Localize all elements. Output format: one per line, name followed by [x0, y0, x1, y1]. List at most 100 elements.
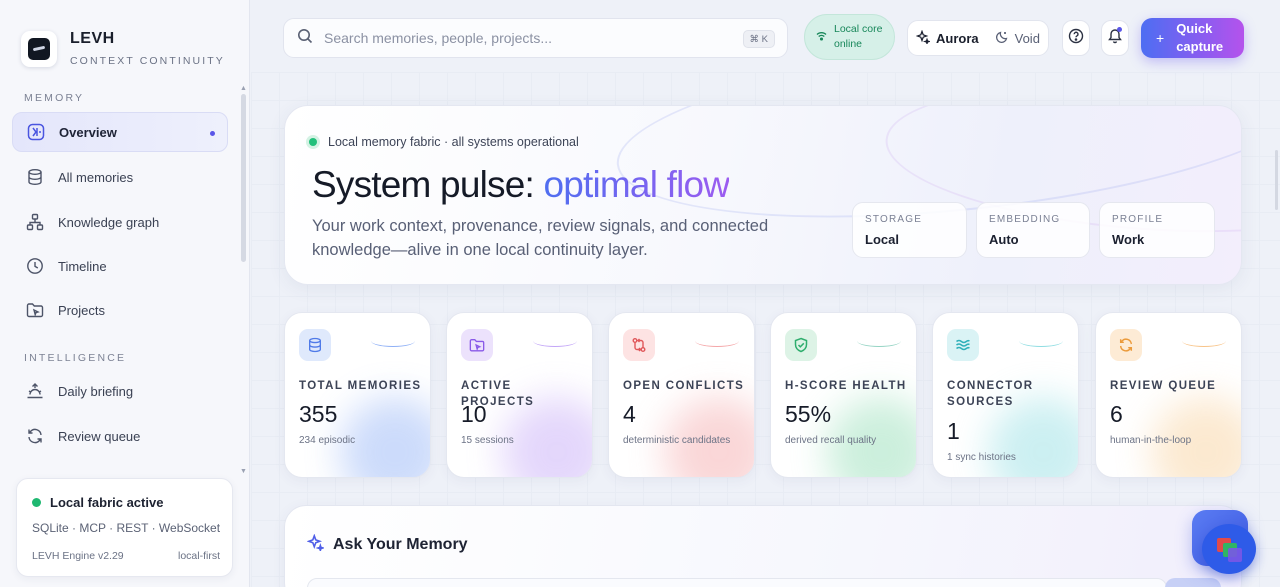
- metric-sub: 15 sessions: [461, 435, 514, 446]
- metric-label: REVIEW QUEUE: [1110, 380, 1217, 392]
- notifications-button[interactable]: [1101, 20, 1129, 56]
- sidebar-item-overview[interactable]: Overview: [12, 112, 228, 152]
- metric-card-open-conflicts[interactable]: OPEN CONFLICTS 4 deterministic candidate…: [608, 312, 755, 478]
- active-indicator: [210, 131, 215, 136]
- moon-icon: [995, 30, 1009, 47]
- overview-icon: [26, 122, 46, 142]
- sidebar-item-daily-briefing[interactable]: Daily briefing: [12, 371, 228, 411]
- shield-icon: [785, 329, 817, 361]
- stat-key: STORAGE: [865, 214, 923, 225]
- stat-profile: PROFILE Work: [1099, 202, 1215, 258]
- fabric-protocols: SQLite · MCP · REST · WebSocket: [32, 521, 221, 535]
- metric-card-connector-sources[interactable]: CONNECTOR SOURCES 1 1 sync histories: [932, 312, 1079, 478]
- capture-line-1: Quick: [1176, 21, 1213, 36]
- section-title-memory: MEMORY: [24, 92, 85, 104]
- sidebar-item-label: Review queue: [58, 428, 141, 444]
- metric-sub: deterministic candidates: [623, 435, 731, 446]
- refresh-icon: [1110, 329, 1142, 361]
- sidebar-item-label: Projects: [58, 302, 105, 318]
- notification-dot: [1117, 27, 1122, 32]
- metric-sub: 1 sync histories: [947, 452, 1016, 463]
- metric-label: CONNECTOR SOURCES: [947, 380, 1034, 408]
- operational-dot: [309, 138, 317, 146]
- scroll-up-arrow[interactable]: ▲: [240, 85, 247, 92]
- sparkline-arc: [533, 335, 577, 347]
- scroll-down-arrow[interactable]: ▼: [240, 468, 247, 475]
- clock-icon: [25, 256, 45, 276]
- ask-input[interactable]: [307, 578, 1167, 587]
- ask-title: Ask Your Memory: [333, 536, 468, 553]
- stat-key: EMBEDDING: [989, 214, 1061, 225]
- status-line-2: online: [834, 38, 863, 50]
- metric-card-total-memories[interactable]: TOTAL MEMORIES 355 234 episodic: [284, 312, 431, 478]
- search-shortcut: ⌘ K: [742, 30, 775, 48]
- brand-logo: [21, 30, 57, 67]
- stat-value: Auto: [989, 232, 1019, 247]
- metric-sub: 234 episodic: [299, 435, 356, 446]
- engine-mode: local-first: [177, 550, 220, 562]
- stat-storage: STORAGE Local: [852, 202, 967, 258]
- sidebar-item-knowledge-graph[interactable]: Knowledge graph: [12, 202, 228, 242]
- hero-title: System pulse: optimal flow: [312, 164, 730, 206]
- fabric-status-title: Local fabric active: [50, 495, 164, 510]
- status-line-1: Local core: [834, 23, 883, 35]
- graph-icon: [25, 212, 45, 232]
- folder-icon: [461, 329, 493, 361]
- quick-capture-button[interactable]: + Quick capture: [1141, 18, 1244, 58]
- sparkle-icon: [915, 29, 932, 47]
- metric-card-review-queue[interactable]: REVIEW QUEUE 6 human-in-the-loop: [1095, 312, 1242, 478]
- metric-card-h-score-health[interactable]: H-SCORE HEALTH 55% derived recall qualit…: [770, 312, 917, 478]
- search-placeholder: Search memories, people, projects...: [324, 30, 552, 46]
- brand-tagline: CONTEXT CONTINUITY: [70, 55, 225, 67]
- system-pulse-hero: Local memory fabric · all systems operat…: [284, 105, 1242, 285]
- sidebar-item-label: Overview: [59, 124, 117, 140]
- metric-value: 1: [947, 418, 960, 444]
- metric-card-active-projects[interactable]: ACTIVE PROJECTS 10 15 sessions: [446, 312, 593, 478]
- sparkline-arc: [857, 335, 901, 347]
- theme-option-aurora[interactable]: Aurora: [908, 24, 987, 52]
- metric-value: 10: [461, 401, 487, 427]
- sparkline-arc: [371, 335, 415, 347]
- metric-label: OPEN CONFLICTS: [623, 380, 745, 392]
- app-launcher-button[interactable]: [1202, 524, 1256, 574]
- folder-icon: [25, 300, 45, 320]
- fabric-status-card: Local fabric active SQLite · MCP · REST …: [16, 478, 233, 577]
- metric-label: H-SCORE HEALTH: [785, 380, 907, 392]
- stat-value: Work: [1112, 232, 1145, 247]
- hero-description: Your work context, provenance, review si…: [312, 217, 769, 259]
- hero-title-plain: System pulse:: [312, 164, 544, 205]
- plus-icon: +: [1156, 30, 1165, 46]
- sidebar-item-timeline[interactable]: Timeline: [12, 246, 228, 286]
- help-icon: [1068, 28, 1084, 49]
- brand[interactable]: LEVH CONTEXT CONTINUITY: [21, 30, 225, 67]
- sidebar: LEVH CONTEXT CONTINUITY MEMORY Overview …: [0, 0, 250, 587]
- sidebar-scrollbar[interactable]: [241, 94, 246, 262]
- stat-value: Local: [865, 232, 899, 247]
- database-icon: [25, 167, 45, 187]
- main-scrollbar[interactable]: [1275, 150, 1278, 210]
- sparkline-arc: [1182, 335, 1226, 347]
- theme-switcher: Aurora Void: [907, 20, 1049, 56]
- theme-option-void[interactable]: Void: [987, 24, 1048, 52]
- metric-label: TOTAL MEMORIES: [299, 380, 422, 392]
- metric-value: 4: [623, 401, 636, 427]
- hero-title-accent: optimal flow: [543, 164, 730, 205]
- theme-label-aurora: Aurora: [936, 30, 979, 46]
- search-input[interactable]: Search memories, people, projects... ⌘ K: [283, 18, 788, 58]
- metric-sub: derived recall quality: [785, 435, 877, 446]
- stat-embedding: EMBEDDING Auto: [976, 202, 1090, 258]
- wifi-icon: [816, 28, 827, 46]
- online-dot: [32, 498, 41, 507]
- ask-submit-button[interactable]: [1165, 578, 1221, 587]
- capture-line-2: capture: [1176, 39, 1224, 54]
- merge-icon: [623, 329, 655, 361]
- sidebar-item-label: Timeline: [58, 258, 107, 274]
- sparkline-arc: [1019, 335, 1063, 347]
- sidebar-item-all-memories[interactable]: All memories: [12, 157, 228, 197]
- sidebar-item-projects[interactable]: Projects: [12, 290, 228, 330]
- sidebar-item-review-queue[interactable]: Review queue: [12, 416, 228, 456]
- help-button[interactable]: [1062, 20, 1090, 56]
- briefing-icon: [25, 381, 45, 401]
- sidebar-item-label: Knowledge graph: [58, 214, 160, 230]
- ask-memory-panel: Ask Your Memory: [284, 505, 1242, 587]
